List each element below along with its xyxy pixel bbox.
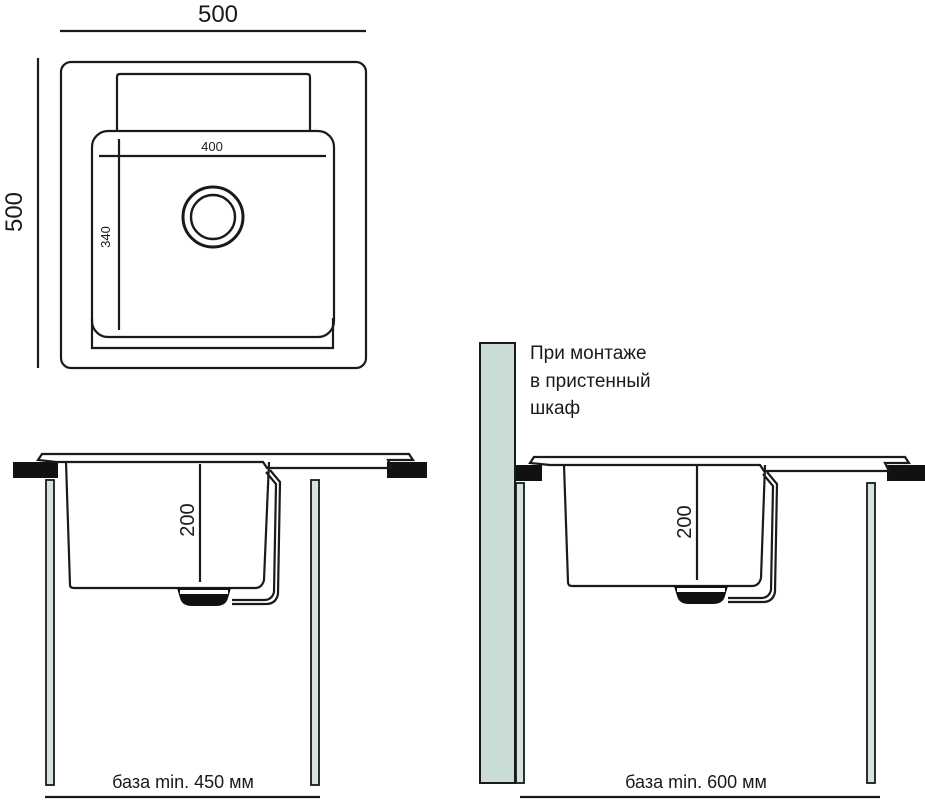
bowl-depth-label: 340 [98, 226, 113, 248]
sink-outline [59, 60, 368, 370]
bowl-section [64, 461, 271, 590]
top-view [36, 29, 368, 370]
overall-width-label: 500 [198, 1, 238, 28]
overflow-pipe-wall [728, 473, 775, 600]
back-lip [115, 72, 312, 132]
drain-inner-ring [189, 193, 237, 241]
overflow-pipe-inner [232, 469, 282, 606]
wall-mount-note-line-2: в пристенный [530, 370, 651, 392]
cabinet-post-left-wall [515, 482, 525, 784]
cabinet-width-label-wall: база min. 600 мм [625, 772, 767, 792]
overflow-pipe-inner-wall [728, 471, 779, 604]
countertop-left-wall [516, 465, 542, 481]
cabinet-width-label-standard: база min. 450 мм [112, 772, 254, 792]
countertop-left [13, 462, 58, 478]
sink-flange [36, 452, 416, 470]
wall-mount-note-line-3: шкаф [530, 398, 581, 419]
side-view-standard [13, 452, 427, 799]
cabinet-post-right [310, 479, 320, 786]
drain-outer-ring [181, 185, 245, 249]
wall-mount-note-line-1: При монтаже [530, 343, 647, 364]
overall-depth-label: 500 [1, 192, 28, 232]
wall-mount-note: При монтаже в пристенный шкаф [530, 340, 730, 423]
bowl-width-label: 400 [201, 139, 223, 154]
bowl-height-label-wall: 200 [674, 505, 696, 538]
bowl-height-label-standard: 200 [177, 503, 199, 536]
countertop-right-wall [887, 465, 925, 481]
bowl-section-wall [562, 464, 767, 588]
wall [479, 342, 516, 784]
drain-fitting-ring [180, 590, 228, 594]
overflow-pipe [232, 471, 278, 602]
countertop-right [387, 462, 427, 478]
cabinet-post-left [45, 479, 55, 786]
cabinet-post-right-wall [866, 482, 876, 784]
bowl-shadow [90, 318, 335, 350]
drain-fitting-ring-wall [677, 588, 725, 592]
bowl-outline [90, 129, 336, 339]
side-view-wall [479, 342, 925, 799]
sink-flange-wall [528, 455, 912, 473]
